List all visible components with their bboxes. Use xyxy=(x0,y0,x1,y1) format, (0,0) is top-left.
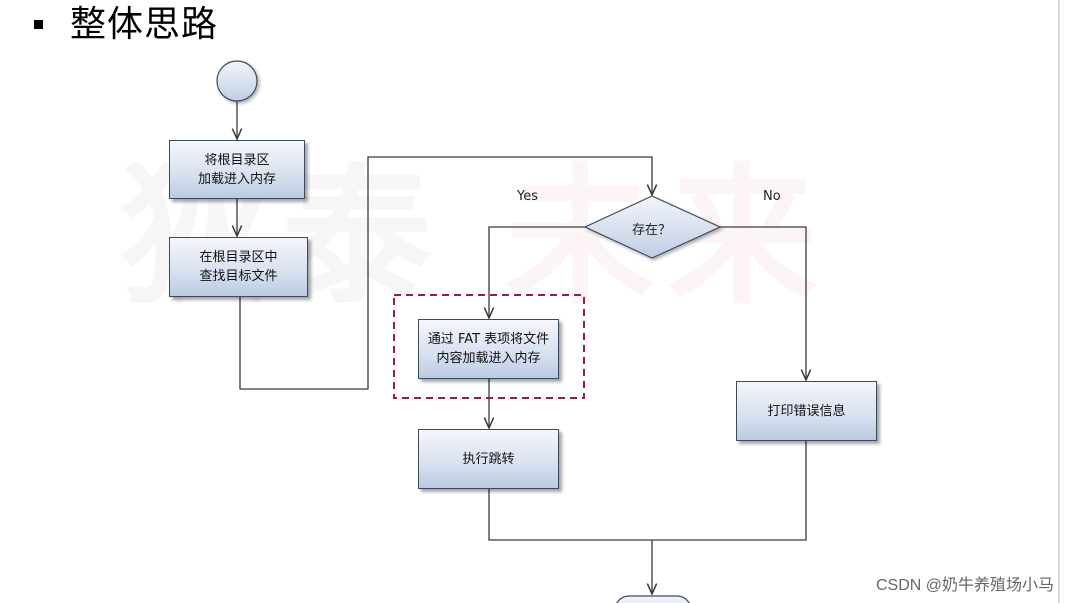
load-via-fat-label: 通过 FAT 表项将文件 内容加载进入内存 xyxy=(427,332,550,366)
end-node xyxy=(616,595,690,603)
execute-jump-label: 执行跳转 xyxy=(462,451,515,467)
bullet-icon xyxy=(34,20,43,29)
start-node xyxy=(216,60,258,102)
edge-execute-to-merge xyxy=(488,441,807,541)
find-file-label: 在根目录区中 查找目标文件 xyxy=(199,250,278,284)
edge-decision-no xyxy=(720,226,806,380)
no-branch-label: No xyxy=(763,189,781,204)
load-root-dir-box: 将根目录区 加载进入内存 xyxy=(169,140,305,199)
csdn-credit: CSDN @奶牛养殖场小马 xyxy=(875,577,1054,594)
edge-decision-yes xyxy=(489,226,585,318)
find-file-box: 在根目录区中 查找目标文件 xyxy=(169,237,308,297)
print-error-box: 打印错误信息 xyxy=(736,381,877,441)
right-border-line xyxy=(1058,0,1060,603)
load-root-dir-label: 将根目录区 加载进入内存 xyxy=(197,152,276,187)
highlight-dashed-frame xyxy=(393,294,585,399)
slide-heading: 整体思路 xyxy=(70,4,219,45)
print-error-label: 打印错误信息 xyxy=(767,403,846,419)
decision-label: 存在？ xyxy=(632,223,672,238)
yes-branch-label: Yes xyxy=(517,189,538,204)
execute-jump-box: 执行跳转 xyxy=(418,429,559,489)
edge-find-to-decision xyxy=(239,156,652,390)
load-via-fat-box: 通过 FAT 表项将文件 内容加载进入内存 xyxy=(418,319,559,379)
